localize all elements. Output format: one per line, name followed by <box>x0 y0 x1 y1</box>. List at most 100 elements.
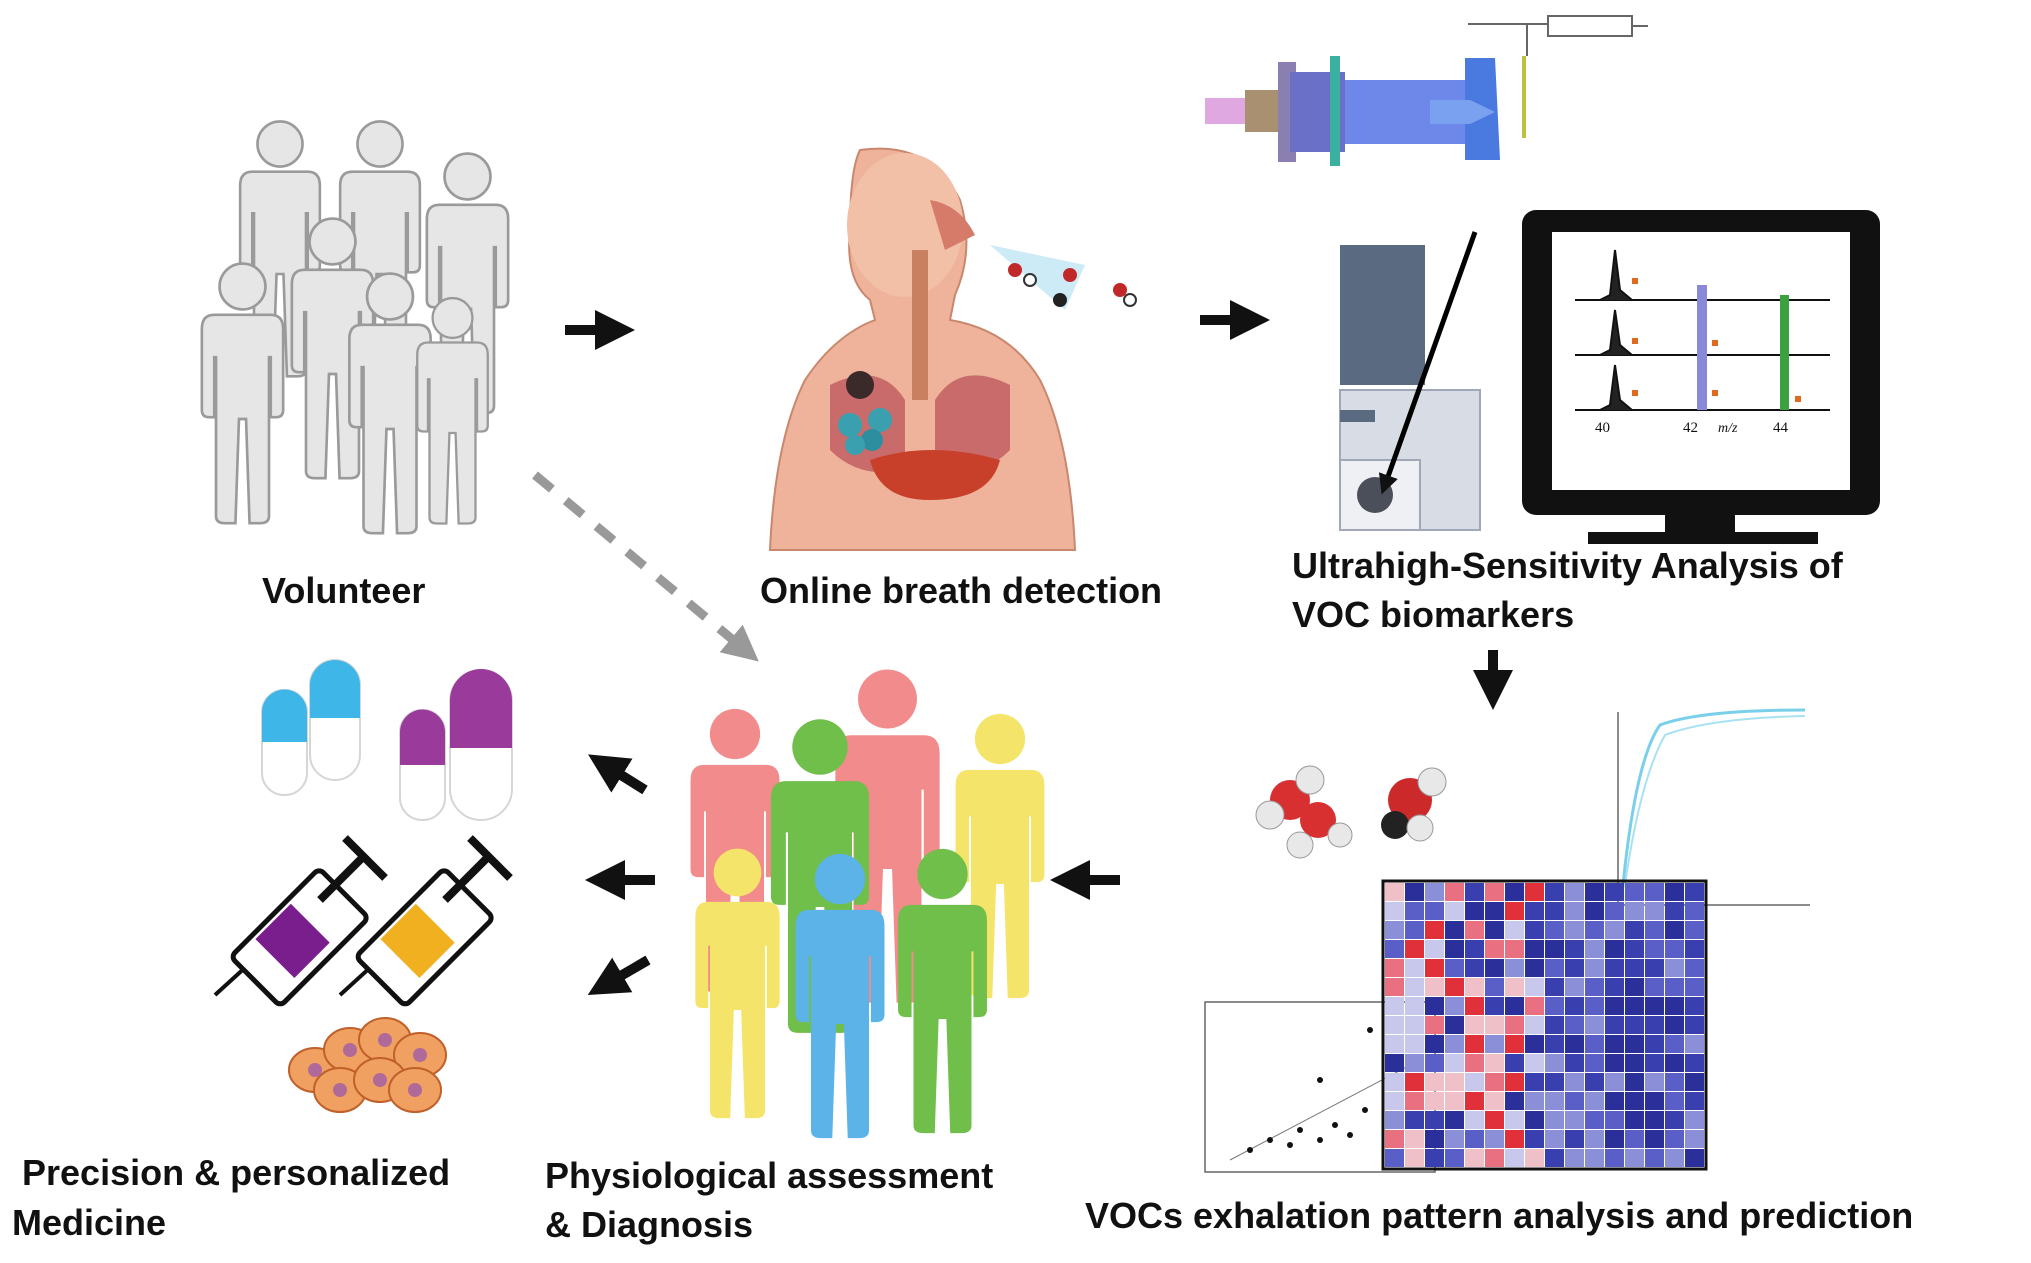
spectrum-plot <box>1575 249 1830 411</box>
heatmap-cell <box>1485 959 1504 977</box>
heatmap-cell <box>1385 1130 1404 1148</box>
heatmap-cell <box>1685 997 1704 1015</box>
heatmap-cell <box>1385 1092 1404 1110</box>
heatmap-cell <box>1405 997 1424 1015</box>
heatmap-cell <box>1425 1073 1444 1091</box>
spectrum-tick-40: 40 <box>1595 420 1610 436</box>
heatmap-cell <box>1625 1092 1644 1110</box>
heatmap-cell <box>1445 1073 1464 1091</box>
heatmap-cell <box>1665 1111 1684 1129</box>
heatmap-cell <box>1565 902 1584 920</box>
heatmap-cell <box>1425 940 1444 958</box>
heatmap-cell <box>1425 1016 1444 1034</box>
heatmap-cell <box>1445 959 1464 977</box>
heatmap-cell <box>1645 902 1664 920</box>
heatmap-cell <box>1685 1111 1704 1129</box>
heatmap-cell <box>1425 902 1444 920</box>
heatmap-cell <box>1485 902 1504 920</box>
heatmap-cell <box>1545 1130 1564 1148</box>
heatmap-cell <box>1625 978 1644 996</box>
heatmap-cell <box>1405 978 1424 996</box>
heatmap-cell <box>1465 1016 1484 1034</box>
heatmap-cell <box>1565 1111 1584 1129</box>
heatmap-cell <box>1605 1130 1624 1148</box>
heatmap-cell <box>1685 1035 1704 1053</box>
heatmap-cell <box>1505 1073 1524 1091</box>
heatmap-cell <box>1625 1073 1644 1091</box>
heatmap-cell <box>1445 978 1464 996</box>
heatmap-cell <box>1605 978 1624 996</box>
heatmap-cell <box>1565 1035 1584 1053</box>
heatmap-cell <box>1525 1092 1544 1110</box>
heatmap-cell <box>1445 902 1464 920</box>
heatmap-cell <box>1385 959 1404 977</box>
heatmap-cell <box>1665 883 1684 901</box>
heatmap-cell <box>1445 997 1464 1015</box>
heatmap-cell <box>1625 883 1644 901</box>
heatmap-cell <box>1645 1016 1664 1034</box>
heatmap-cell <box>1525 1130 1544 1148</box>
heatmap-cell <box>1685 1130 1704 1148</box>
heatmap-cell <box>1685 902 1704 920</box>
heatmap-cell <box>1585 1149 1604 1167</box>
heatmap-cell <box>1485 883 1504 901</box>
heatmap-cell <box>1525 902 1544 920</box>
heatmap-cell <box>1505 902 1524 920</box>
arrow-diagnosis-to-cells <box>587 955 651 996</box>
heatmap-cell <box>1485 1111 1504 1129</box>
heatmap-cell <box>1685 1054 1704 1072</box>
heatmap-cell <box>1405 1035 1424 1053</box>
heatmap-cell <box>1405 902 1424 920</box>
heatmap-cell <box>1465 959 1484 977</box>
arrow-volunteer-to-diagnosis-dashed <box>532 471 759 662</box>
heatmap-cell <box>1605 1111 1624 1129</box>
heatmap-cell <box>1645 940 1664 958</box>
heatmap-cell <box>1525 940 1544 958</box>
heatmap-cell <box>1485 978 1504 996</box>
heatmap-cell <box>1505 1054 1524 1072</box>
heatmap-cell <box>1665 1092 1684 1110</box>
heatmap-cell <box>1585 978 1604 996</box>
heatmap-cell <box>1465 1054 1484 1072</box>
heatmap-cell <box>1385 1073 1404 1091</box>
heatmap-cell <box>1685 1092 1704 1110</box>
heatmap-cell <box>1405 959 1424 977</box>
heatmap-cell <box>1585 902 1604 920</box>
heatmap-cell <box>1385 1035 1404 1053</box>
heatmap-cell <box>1645 959 1664 977</box>
cells-icon <box>288 1017 447 1113</box>
heatmap-cell <box>1405 1016 1424 1034</box>
heatmap-cell <box>1625 997 1644 1015</box>
heatmap-cell <box>1565 1130 1584 1148</box>
heatmap-cell <box>1625 1054 1644 1072</box>
heatmap-cell <box>1505 1111 1524 1129</box>
heatmap-cell <box>1505 940 1524 958</box>
heatmap-cell <box>1585 1073 1604 1091</box>
heatmap-cell <box>1545 959 1564 977</box>
heatmap-cell <box>1585 1092 1604 1110</box>
heatmap-icon <box>1381 879 1708 1171</box>
heatmap-cell <box>1545 1111 1564 1129</box>
heatmap-cell <box>1605 1054 1624 1072</box>
heatmap-cell <box>1625 1149 1644 1167</box>
heatmap-cell <box>1565 1149 1584 1167</box>
heatmap-cell <box>1465 1130 1484 1148</box>
heatmap-cell <box>1525 883 1544 901</box>
heatmap-cell <box>1445 1035 1464 1053</box>
heatmap-cell <box>1685 883 1704 901</box>
heatmap-cell <box>1565 1073 1584 1091</box>
heatmap-cell <box>1385 1149 1404 1167</box>
heatmap-cell <box>1405 1130 1424 1148</box>
heatmap-cell <box>1445 940 1464 958</box>
heatmap-cell <box>1465 940 1484 958</box>
heatmap-cell <box>1385 997 1404 1015</box>
heatmap-cell <box>1445 921 1464 939</box>
label-precision-line2: Medicine <box>12 1202 167 1243</box>
heatmap-cell <box>1505 959 1524 977</box>
label-vocs-pattern: VOCs exhalation pattern analysis and pre… <box>1085 1195 1914 1236</box>
diagnosis-group-icon <box>690 669 1045 1139</box>
heatmap-cell <box>1565 1054 1584 1072</box>
heatmap-cell <box>1445 1054 1464 1072</box>
heatmap-cell <box>1665 1073 1684 1091</box>
heatmap-cell <box>1605 1016 1624 1034</box>
